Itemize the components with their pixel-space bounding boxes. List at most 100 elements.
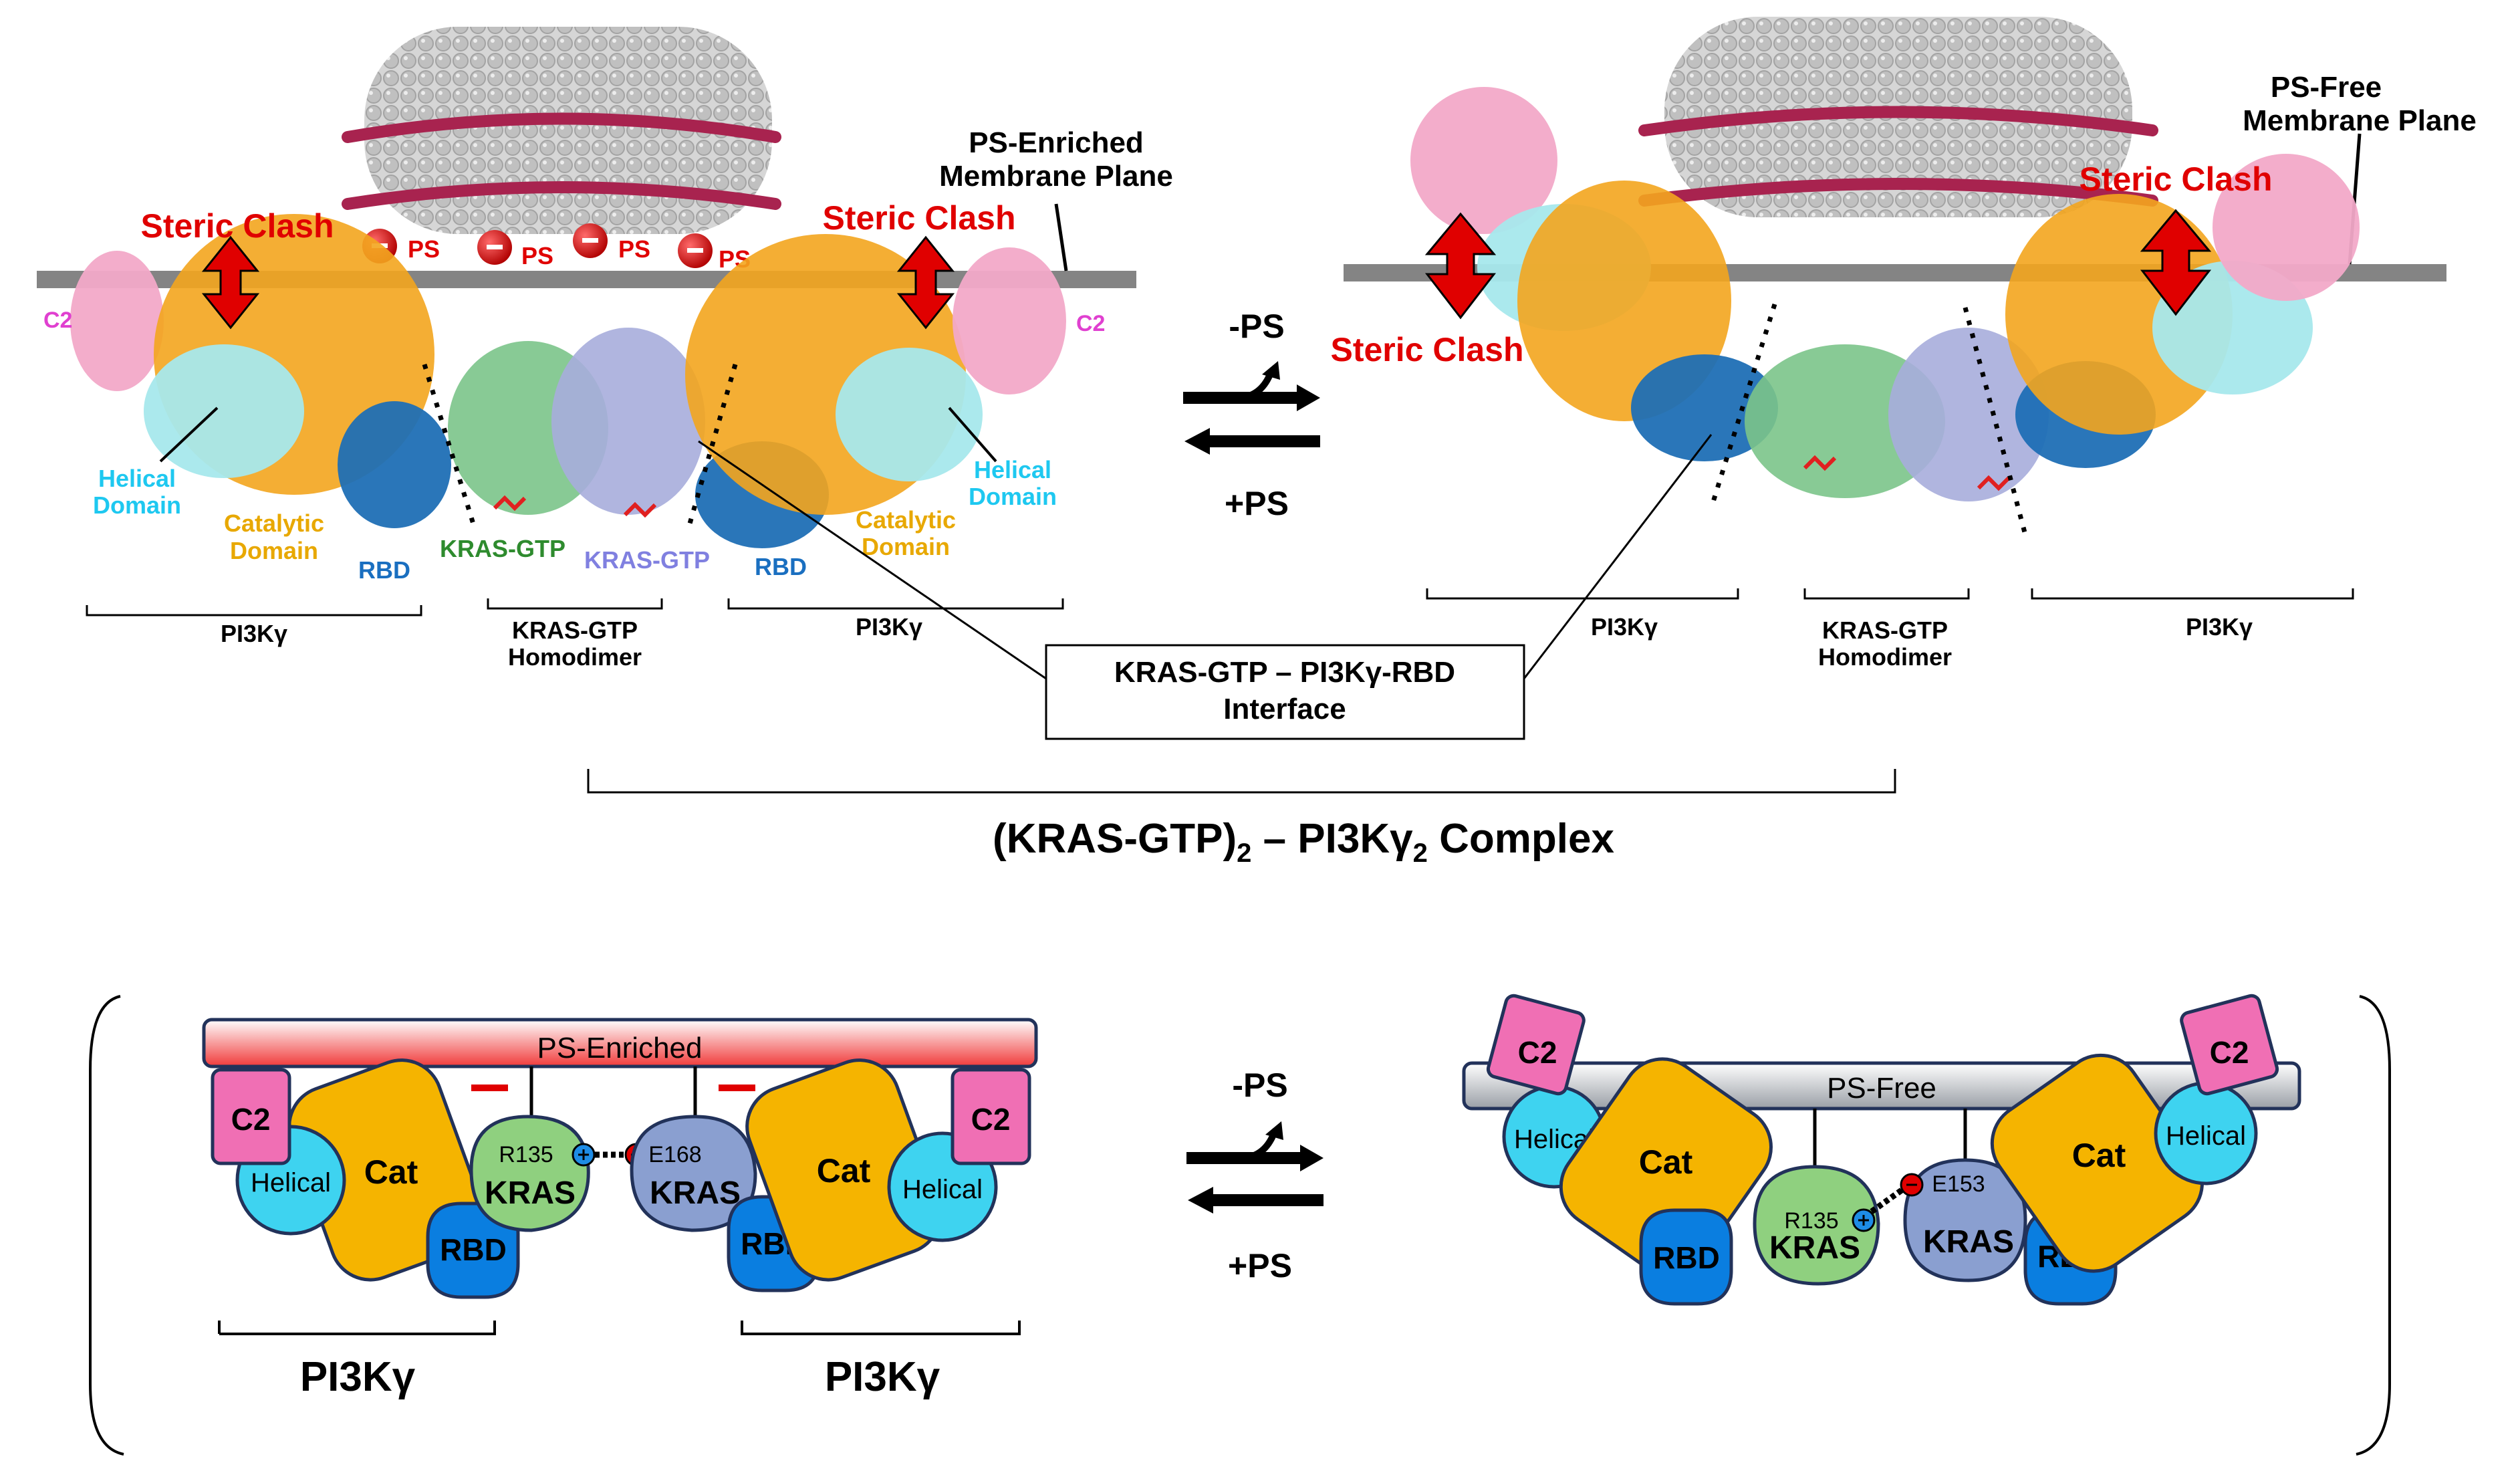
pi3k-label-right: PI3Kγ xyxy=(856,613,922,641)
membrane-label-line1: PS-Free xyxy=(2271,71,2382,104)
interface-box-line1: KRAS-GTP – PI3Kγ-RBD xyxy=(1114,656,1455,689)
rbd-left xyxy=(1639,1208,1733,1306)
catalytic-label-left-line1: Catalytic xyxy=(224,509,324,537)
bracket-homodimer xyxy=(487,598,663,610)
steric-clash-arrow-right xyxy=(2140,209,2212,316)
c2-label-left: C2 xyxy=(43,308,72,333)
right-parenthesis xyxy=(2356,995,2391,1456)
catalytic-label-left-line2: Domain xyxy=(230,537,318,564)
left-parenthesis xyxy=(89,995,124,1456)
ps-charge: PS xyxy=(477,230,553,269)
interface-dotted-line xyxy=(422,363,477,530)
nanodisc-lipids xyxy=(364,27,772,234)
pi3k-label-left: PI3Kγ xyxy=(300,1354,416,1400)
kras-right xyxy=(1903,1158,2027,1282)
interface-box-line2: Interface xyxy=(1223,693,1346,725)
c2-label-right: C2 xyxy=(2210,1035,2249,1070)
steric-clash-label-right: Steric Clash xyxy=(2079,160,2272,198)
gtp-ligands xyxy=(493,495,657,518)
rbd-left xyxy=(426,1202,520,1299)
homodimer-label-line1: KRAS-GTP xyxy=(1822,616,1948,644)
e168-label: E168 xyxy=(648,1142,701,1167)
top-equilibrium-arrows: -PS +PS xyxy=(1183,308,1320,522)
c2-label-right: C2 xyxy=(971,1102,1011,1137)
gtp-ligands xyxy=(1803,455,2011,491)
catalytic-label-right-line2: Domain xyxy=(862,533,950,560)
steric-clash-label-left: Steric Clash xyxy=(1330,331,1523,368)
bottom-plus-ps-label: +PS xyxy=(1228,1247,1292,1284)
rbd-label-left: RBD xyxy=(358,556,410,584)
top-left-structure: PS-Enriched Membrane Plane PS PS PS PS xyxy=(37,27,1173,671)
svg-text:PS: PS xyxy=(408,235,440,263)
bracket-pi3k-left xyxy=(1426,588,1739,600)
kras-purple-structure xyxy=(1888,328,2049,501)
top-right-structure: PS-Free Membrane Plane Steric Clash Ster… xyxy=(1330,17,2477,671)
helical-domain-right xyxy=(836,348,983,481)
salt-bridge-right xyxy=(1870,1187,1904,1214)
c2-domain-right xyxy=(953,247,1066,394)
bracket-pi3k-left xyxy=(218,1321,496,1335)
kras-left xyxy=(469,1115,590,1232)
helical-label-left-line1: Helical xyxy=(98,465,176,492)
cat-label-right: Cat xyxy=(817,1152,871,1189)
kras-gtp-label-purple: KRAS-GTP xyxy=(584,546,710,574)
top-plus-ps-label: +PS xyxy=(1225,485,1289,522)
c2-domain-right xyxy=(2180,994,2279,1096)
kras-label-left: KRAS xyxy=(485,1175,576,1211)
c2-domain-right xyxy=(951,1068,1031,1165)
pi3k-label-right: PI3Kγ xyxy=(2186,613,2253,641)
bottom-left-cartoon: PS-Enriched Cat Helical C2 RBD KRAS R135… xyxy=(202,1018,1038,1400)
membrane-label-line1: PS-Enriched xyxy=(969,126,1144,159)
ps-charge: PS xyxy=(573,223,650,263)
bracket-pi3k-right xyxy=(741,1321,1021,1335)
cat-label-right: Cat xyxy=(2072,1137,2126,1174)
ps-free-label: PS-Free xyxy=(1827,1072,1936,1105)
interface-leader-left xyxy=(698,440,1047,680)
c2-domain-left xyxy=(211,1068,291,1165)
helical-label-right-line1: Helical xyxy=(974,456,1051,483)
r135-label-left: R135 xyxy=(499,1142,553,1167)
rbd-label-right: RBD xyxy=(755,553,807,580)
e153-label: E153 xyxy=(1932,1171,1985,1197)
bracket-pi3k-right xyxy=(2031,588,2354,600)
pi3k-label-left: PI3Kγ xyxy=(1591,613,1658,641)
membrane-label-line2: Membrane Plane xyxy=(2243,104,2477,137)
complex-bracket xyxy=(587,769,1896,794)
complex-label: (KRAS-GTP)2 – PI3Kγ2 Complex xyxy=(993,816,1614,868)
kras-right xyxy=(630,1115,757,1232)
bracket-pi3k-left xyxy=(86,605,422,616)
helical-label-right: Helical xyxy=(2166,1121,2246,1151)
kras-label-right: KRAS xyxy=(1923,1224,2014,1260)
scaffold-helices xyxy=(342,112,781,210)
kras-label-right: KRAS xyxy=(650,1175,741,1211)
catalytic-label-right-line1: Catalytic xyxy=(856,506,956,534)
cat-label-left: Cat xyxy=(364,1153,418,1191)
c2-label-left: C2 xyxy=(231,1102,271,1137)
steric-clash-label-right: Steric Clash xyxy=(822,199,1015,237)
kras-gtp-label-green: KRAS-GTP xyxy=(440,535,565,562)
interface-leader-right xyxy=(1523,434,1713,679)
bottom-minus-ps-label: -PS xyxy=(1232,1066,1287,1104)
helical-leader-left xyxy=(159,407,219,463)
helical-label-left-line2: Domain xyxy=(93,491,181,519)
rbd-left xyxy=(1631,354,1778,461)
ps-enriched-label: PS-Enriched xyxy=(537,1032,702,1064)
interface-dotted-line xyxy=(686,364,738,529)
r135-label-right-panel: R135 xyxy=(1784,1208,1838,1234)
steric-clash-arrow-right xyxy=(896,235,955,330)
c2-label-right: C2 xyxy=(1076,311,1105,336)
helical-leader-right xyxy=(948,407,997,463)
membrane-label-leader xyxy=(1054,203,1068,271)
c2-domain-left xyxy=(70,251,164,391)
membrane-label-line2: Membrane Plane xyxy=(939,160,1173,193)
bottom-right-cartoon: PS-Free Helical C2 Cat RBD R135 KRAS E15… xyxy=(1462,994,2301,1306)
negative-charge-mark xyxy=(471,1085,508,1091)
homodimer-label-line2: Homodimer xyxy=(1818,643,1952,671)
pi3k-label-right: PI3Kγ xyxy=(825,1354,940,1400)
interface-dotted-line xyxy=(1709,303,1777,509)
negative-charge-mark xyxy=(719,1085,755,1091)
c2-domain-left xyxy=(1410,87,1557,234)
c2-label-left: C2 xyxy=(1518,1035,1557,1070)
kras-purple-structure xyxy=(551,328,705,515)
bracket-homodimer xyxy=(1803,588,1970,600)
